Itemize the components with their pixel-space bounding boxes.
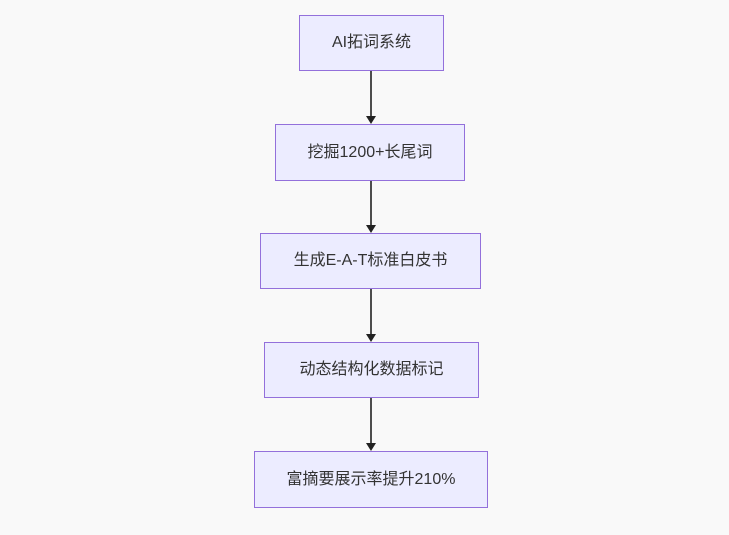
flow-node-ai-keyword-system: AI拓词系统 — [299, 15, 444, 71]
flow-node-eat-whitepaper: 生成E-A-T标准白皮书 — [260, 233, 481, 289]
flow-node-label: AI拓词系统 — [331, 34, 412, 51]
flow-node-rich-snippet-result: 富摘要展示率提升210% — [254, 451, 488, 508]
arrow-down-icon — [366, 71, 376, 124]
arrow-down-icon — [366, 181, 376, 233]
flow-node-label: 富摘要展示率提升210% — [286, 470, 456, 488]
flow-node-label: 生成E-A-T标准白皮书 — [293, 252, 448, 269]
flow-node-structured-data-markup: 动态结构化数据标记 — [264, 342, 479, 398]
arrow-down-icon — [366, 289, 376, 342]
flow-node-label: 动态结构化数据标记 — [299, 361, 444, 378]
flow-node-mine-longtail-keywords: 挖掘1200+长尾词 — [275, 124, 465, 181]
arrow-down-icon — [366, 398, 376, 451]
flow-node-label: 挖掘1200+长尾词 — [307, 143, 433, 161]
